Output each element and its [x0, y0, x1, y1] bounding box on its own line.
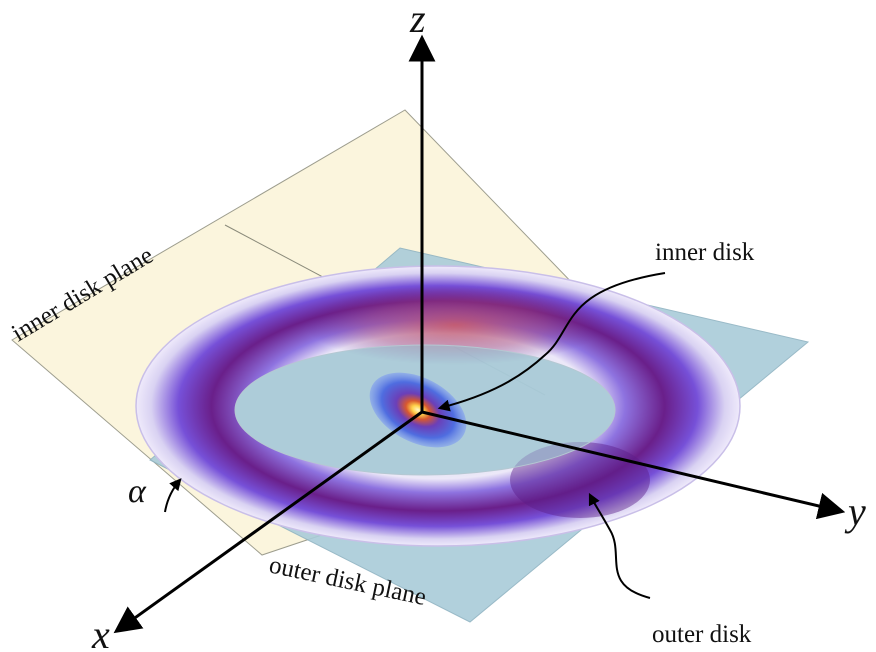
inner-disk: [369, 372, 467, 448]
z-axis-label: z: [409, 0, 426, 41]
alpha-angle-arc: [164, 478, 182, 513]
x-axis-label: x: [91, 612, 110, 652]
x-axis: [113, 410, 423, 634]
outer-disk-pointer: [588, 492, 651, 599]
y-axis: [421, 410, 846, 520]
outer-disk-label: outer disk: [652, 621, 752, 648]
inner-disk-label: inner disk: [655, 239, 755, 266]
inner-disk-pointer: [437, 272, 666, 412]
alpha-label: α: [128, 473, 147, 510]
y-axis-label: y: [844, 489, 866, 534]
